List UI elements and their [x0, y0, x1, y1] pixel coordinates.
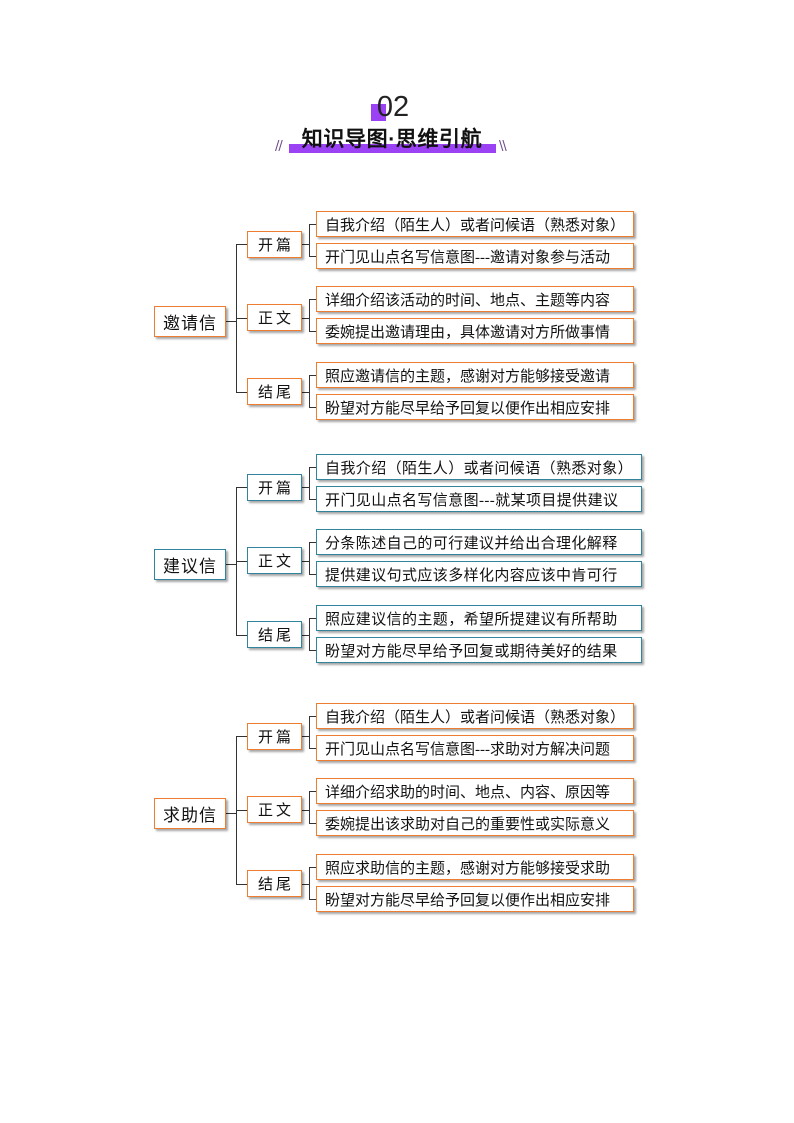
leaf-node: 自我介绍（陌生人）或者问候语（熟悉对象）	[316, 211, 634, 237]
connector-line	[236, 318, 247, 319]
leaf-node: 委婉提出该求助对自己的重要性或实际意义	[316, 810, 634, 836]
connector-line	[309, 467, 316, 468]
connector-line	[302, 392, 309, 393]
connector-line	[309, 791, 310, 824]
connector-line	[236, 561, 247, 562]
connector-line	[309, 499, 316, 500]
connector-line	[302, 810, 309, 811]
leaf-node: 自我介绍（陌生人）或者问候语（熟悉对象）	[316, 703, 634, 729]
connector-line	[302, 561, 309, 562]
connector-line	[302, 736, 309, 737]
title-decoration-left: //	[275, 139, 283, 154]
leaf-node: 盼望对方能尽早给予回复或期待美好的结果	[316, 637, 642, 663]
branch-node-opening: 开篇	[247, 231, 302, 258]
branch-node-body: 正文	[247, 547, 302, 574]
branch-node-ending: 结尾	[247, 621, 302, 648]
root-node: 求助信	[154, 798, 226, 829]
branch-node-body: 正文	[247, 304, 302, 331]
connector-line	[309, 542, 316, 543]
connector-line	[226, 321, 236, 322]
connector-line	[309, 618, 310, 651]
connector-line	[309, 791, 316, 792]
root-node: 邀请信	[154, 306, 226, 337]
connector-line	[309, 650, 316, 651]
connector-line	[309, 748, 316, 749]
connector-line	[309, 716, 310, 749]
connector-line	[309, 375, 310, 408]
connector-line	[302, 884, 309, 885]
branch-node-body: 正文	[247, 796, 302, 823]
connector-line	[309, 224, 310, 257]
connector-line	[309, 574, 316, 575]
connector-line	[309, 867, 310, 900]
connector-line	[309, 224, 316, 225]
root-node: 建议信	[154, 549, 226, 580]
connector-line	[309, 823, 316, 824]
leaf-node: 照应求助信的主题，感谢对方能够接受求助	[316, 854, 634, 880]
connector-line	[309, 618, 316, 619]
connector-line	[309, 375, 316, 376]
connector-line	[309, 407, 316, 408]
leaf-node: 提供建议句式应该多样化内容应该中肯可行	[316, 561, 642, 587]
branch-node-ending: 结尾	[247, 870, 302, 897]
leaf-node: 开门见山点名写信意图---就某项目提供建议	[316, 486, 642, 512]
section-title: 知识导图·思维引航	[301, 128, 483, 151]
branch-node-ending: 结尾	[247, 378, 302, 405]
connector-line	[309, 899, 316, 900]
leaf-node: 盼望对方能尽早给予回复以便作出相应安排	[316, 394, 634, 420]
branch-node-opening: 开篇	[247, 474, 302, 501]
mindmap-invitation-letter: 邀请信 开篇 正文 结尾 自我介绍（陌生人）或者问候语（熟悉对象） 开门见山点名…	[0, 211, 794, 426]
leaf-node: 照应邀请信的主题，感谢对方能够接受邀请	[316, 362, 634, 388]
connector-line	[236, 884, 247, 885]
leaf-node: 自我介绍（陌生人）或者问候语（熟悉对象）	[316, 454, 642, 480]
connector-line	[302, 635, 309, 636]
connector-line	[309, 867, 316, 868]
connector-line	[302, 487, 309, 488]
leaf-node: 分条陈述自己的可行建议并给出合理化解释	[316, 529, 642, 555]
connector-line	[226, 813, 236, 814]
connector-line	[236, 392, 247, 393]
leaf-node: 照应建议信的主题，希望所提建议有所帮助	[316, 605, 642, 631]
connector-line	[309, 256, 316, 257]
leaf-node: 委婉提出邀请理由，具体邀请对方所做事情	[316, 318, 634, 344]
connector-line	[309, 542, 310, 575]
leaf-node: 盼望对方能尽早给予回复以便作出相应安排	[316, 886, 634, 912]
leaf-node: 详细介绍该活动的时间、地点、主题等内容	[316, 286, 634, 312]
connector-line	[309, 299, 316, 300]
connector-line	[236, 244, 247, 245]
mindmap-suggestion-letter: 建议信 开篇 正文 结尾 自我介绍（陌生人）或者问候语（熟悉对象） 开门见山点名…	[0, 454, 794, 669]
connector-line	[226, 564, 236, 565]
title-decoration-right: \\	[499, 139, 507, 154]
connector-line	[236, 810, 247, 811]
leaf-node: 开门见山点名写信意图---邀请对象参与活动	[316, 243, 634, 269]
mindmap-help-letter: 求助信 开篇 正文 结尾 自我介绍（陌生人）或者问候语（熟悉对象） 开门见山点名…	[0, 703, 794, 918]
title-highlight-bar	[289, 144, 496, 153]
connector-line	[236, 487, 247, 488]
branch-node-opening: 开篇	[247, 723, 302, 750]
connector-line	[302, 318, 309, 319]
section-number: 02	[376, 91, 410, 123]
connector-line	[236, 736, 247, 737]
number-accent-block	[371, 104, 386, 121]
connector-line	[302, 244, 309, 245]
connector-line	[236, 635, 247, 636]
connector-line	[309, 299, 310, 332]
leaf-node: 开门见山点名写信意图---求助对方解决问题	[316, 735, 634, 761]
connector-line	[309, 331, 316, 332]
connector-line	[309, 467, 310, 500]
leaf-node: 详细介绍求助的时间、地点、内容、原因等	[316, 778, 634, 804]
connector-line	[309, 716, 316, 717]
